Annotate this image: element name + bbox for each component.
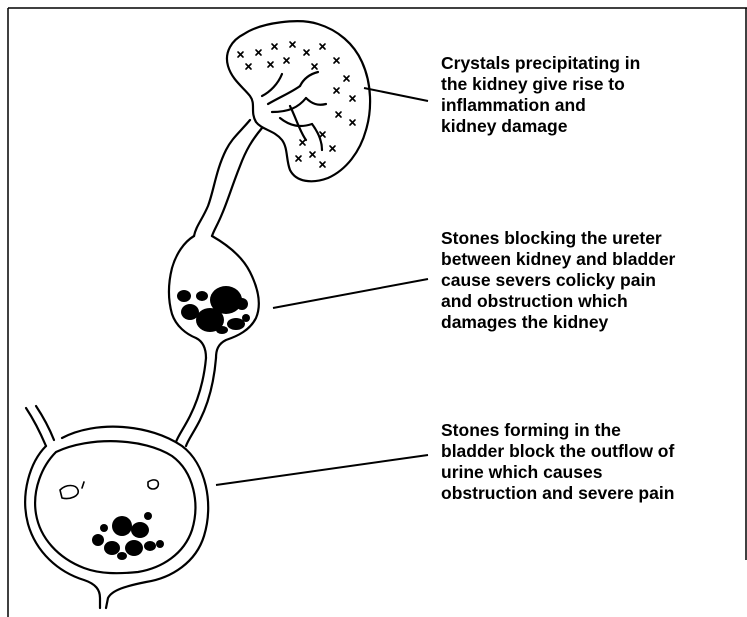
lower-ureter bbox=[176, 358, 216, 446]
bladder-illustration bbox=[25, 427, 208, 608]
ureter-stones bbox=[177, 286, 250, 334]
kidney-caption-line: kidney damage bbox=[441, 116, 741, 137]
bladder-leader-line bbox=[216, 455, 428, 485]
kidney-caption: Crystals precipitating in the kidney giv… bbox=[441, 53, 741, 137]
bladder-caption-line: obstruction and severe pain bbox=[441, 483, 741, 504]
bladder-caption-line: Stones forming in the bbox=[441, 420, 741, 441]
kidney-caption-line: the kidney give rise to bbox=[441, 74, 741, 95]
ureter-caption-line: damages the kidney bbox=[441, 312, 741, 333]
ureter-caption-line: and obstruction which bbox=[441, 291, 741, 312]
kidney-caption-line: inflammation and bbox=[441, 95, 741, 116]
bladder-stones bbox=[92, 512, 164, 560]
kidney-illustration bbox=[227, 21, 370, 181]
ureter-caption: Stones blocking the ureter between kidne… bbox=[441, 228, 741, 333]
ureter-leader-line bbox=[273, 279, 428, 308]
bladder-caption-line: urine which causes bbox=[441, 462, 741, 483]
ureter-caption-line: cause severs colicky pain bbox=[441, 270, 741, 291]
kidney-leader-line bbox=[364, 88, 428, 101]
upper-ureter bbox=[194, 120, 262, 236]
ureter-caption-line: between kidney and bladder bbox=[441, 249, 741, 270]
ureter-caption-line: Stones blocking the ureter bbox=[441, 228, 741, 249]
left-ureter-stub bbox=[26, 406, 54, 446]
kidney-caption-line: Crystals precipitating in bbox=[441, 53, 741, 74]
bladder-caption-line: bladder block the outflow of bbox=[441, 441, 741, 462]
bladder-caption: Stones forming in the bladder block the … bbox=[441, 420, 741, 504]
